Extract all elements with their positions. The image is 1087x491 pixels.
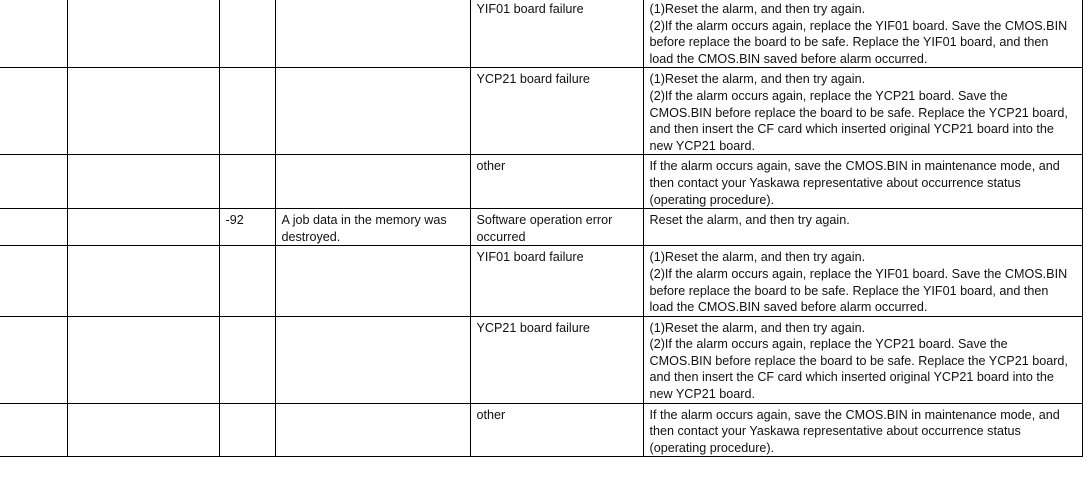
remedy-cell: (1)Reset the alarm, and then try again. … xyxy=(642,245,1083,317)
alarm-table-body: YIF01 board failure (1)Reset the alarm, … xyxy=(0,0,1083,458)
empty-cell xyxy=(66,67,220,156)
empty-cell xyxy=(0,315,68,404)
table-row: YCP21 board failure (1)Reset the alarm, … xyxy=(0,315,1083,404)
empty-cell xyxy=(0,154,68,210)
subcode-cell: -92 xyxy=(218,208,276,247)
table-row: YCP21 board failure (1)Reset the alarm, … xyxy=(0,67,1083,156)
meaning-cell xyxy=(274,315,471,404)
empty-cell xyxy=(0,208,68,247)
meaning-cell xyxy=(274,67,471,156)
meaning-cell xyxy=(274,245,471,317)
table-row: YIF01 board failure (1)Reset the alarm, … xyxy=(0,0,1083,69)
empty-cell xyxy=(0,67,68,156)
remedy-cell: (1)Reset the alarm, and then try again. … xyxy=(642,67,1083,156)
subcode-cell xyxy=(218,0,276,69)
meaning-cell: A job data in the memory was destroyed. xyxy=(274,208,471,247)
remedy-cell: If the alarm occurs again, save the CMOS… xyxy=(642,402,1083,458)
cause-cell: YIF01 board failure xyxy=(469,0,644,69)
meaning-cell xyxy=(274,402,471,458)
cause-cell: other xyxy=(469,402,644,458)
cause-cell: YCP21 board failure xyxy=(469,67,644,156)
empty-cell xyxy=(66,0,220,69)
subcode-cell xyxy=(218,245,276,317)
alarm-table: YIF01 board failure (1)Reset the alarm, … xyxy=(0,0,1083,458)
cause-cell: other xyxy=(469,154,644,210)
subcode-cell xyxy=(218,402,276,458)
table-row: other If the alarm occurs again, save th… xyxy=(0,154,1083,210)
remedy-cell: (1)Reset the alarm, and then try again. … xyxy=(642,315,1083,404)
empty-cell xyxy=(0,0,68,69)
remedy-cell: Reset the alarm, and then try again. xyxy=(642,208,1083,247)
empty-cell xyxy=(66,402,220,458)
meaning-cell xyxy=(274,154,471,210)
remedy-cell: (1)Reset the alarm, and then try again. … xyxy=(642,0,1083,69)
cause-cell: YCP21 board failure xyxy=(469,315,644,404)
empty-cell xyxy=(66,208,220,247)
table-row: -92 A job data in the memory was destroy… xyxy=(0,208,1083,247)
subcode-cell xyxy=(218,154,276,210)
cause-cell: Software operation error occurred xyxy=(469,208,644,247)
subcode-cell xyxy=(218,67,276,156)
empty-cell xyxy=(0,245,68,317)
empty-cell xyxy=(66,315,220,404)
remedy-cell: If the alarm occurs again, save the CMOS… xyxy=(642,154,1083,210)
table-row: other If the alarm occurs again, save th… xyxy=(0,402,1083,458)
meaning-cell xyxy=(274,0,471,69)
cause-cell: YIF01 board failure xyxy=(469,245,644,317)
table-row: YIF01 board failure (1)Reset the alarm, … xyxy=(0,245,1083,317)
empty-cell xyxy=(66,154,220,210)
subcode-cell xyxy=(218,315,276,404)
empty-cell xyxy=(66,245,220,317)
empty-cell xyxy=(0,402,68,458)
